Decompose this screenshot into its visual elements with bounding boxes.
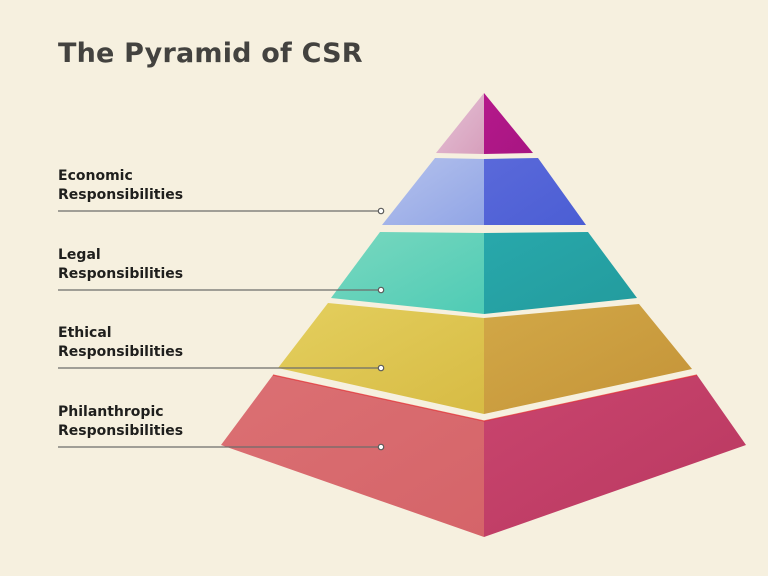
label-legal-line2: Responsibilities (58, 266, 184, 282)
label-ethical: Ethical Responsibilities (58, 324, 183, 362)
connector-ethical (58, 364, 385, 372)
page-title: The Pyramid of CSR (58, 38, 363, 69)
label-legal-line1: Legal (58, 247, 101, 263)
connector-economic (58, 207, 385, 215)
pyramid-tier-ethical (278, 303, 692, 414)
pyramid-tier-top (436, 93, 533, 154)
label-philanthropic: Philanthropic Responsibilities (58, 403, 183, 441)
label-legal: Legal Responsibilities (58, 246, 183, 284)
pyramid-tier-philanthropic (221, 374, 746, 537)
pyramid-tier-legal (331, 232, 637, 314)
label-economic: Economic Responsibilities (58, 167, 183, 205)
connector-philanthropic (58, 443, 385, 451)
label-economic-line2: Responsibilities (58, 187, 184, 203)
label-philanthropic-line2: Responsibilities (58, 423, 184, 439)
connector-legal (58, 286, 385, 294)
pyramid-tier-economic (382, 158, 586, 225)
label-philanthropic-line1: Philanthropic (58, 404, 164, 420)
label-ethical-line1: Ethical (58, 325, 112, 341)
label-economic-line1: Economic (58, 168, 133, 184)
label-ethical-line2: Responsibilities (58, 344, 184, 360)
